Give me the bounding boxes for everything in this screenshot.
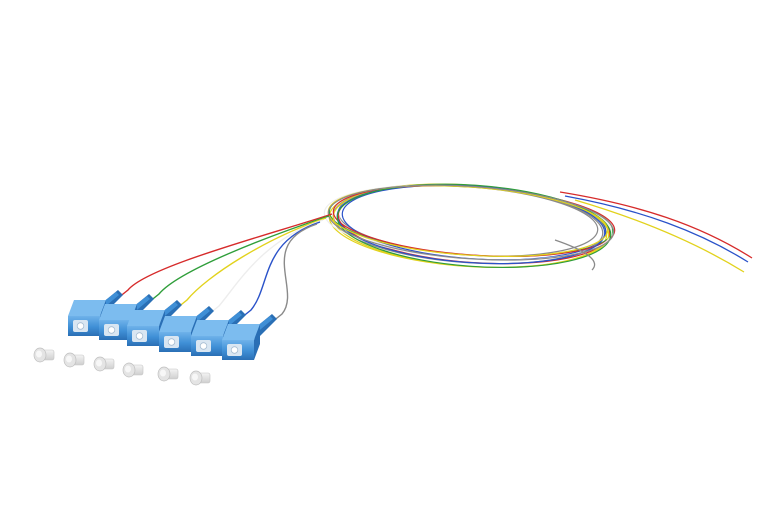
dust-cap [63, 352, 85, 368]
ferrule-tip [199, 342, 208, 350]
fiber-lead [198, 219, 324, 323]
sc-connector [222, 314, 277, 360]
dust-caps [33, 347, 211, 386]
fiber-lead [166, 217, 327, 317]
dust-cap [33, 347, 55, 363]
dust-cap [122, 362, 144, 378]
ferrule-tip [167, 338, 176, 346]
dust-cap [189, 370, 211, 386]
dust-cap-highlight [96, 359, 102, 367]
connector-top [68, 300, 106, 316]
fiber-coil-loop [327, 184, 615, 261]
fiber-lead [138, 215, 330, 311]
dust-cap-highlight [36, 350, 42, 358]
fiber-lead [107, 213, 333, 307]
fiber-tail [574, 199, 745, 273]
connector-side [254, 324, 260, 360]
connector-top [159, 316, 197, 332]
fiber-coil [323, 183, 616, 269]
connector-top [99, 304, 137, 320]
connector-top [222, 324, 260, 340]
fiber-leads [107, 213, 333, 331]
fiber-tail [554, 239, 596, 271]
dust-cap-highlight [66, 355, 72, 363]
sc-connector [191, 310, 246, 356]
fiber-lead [261, 223, 318, 331]
fiber-tail [564, 195, 749, 263]
sc-connectors [68, 290, 277, 360]
fiber-coil-loop [332, 185, 616, 257]
dust-cap [93, 356, 115, 372]
ferrule-tip [76, 322, 85, 330]
dust-cap-highlight [160, 369, 166, 377]
ferrule-tip [135, 332, 144, 340]
ferrule-tip [230, 346, 239, 354]
connector-top [127, 310, 165, 326]
sc-connector [68, 290, 123, 336]
ferrule-tip [107, 326, 116, 334]
dust-cap-highlight [125, 365, 131, 373]
dust-cap-highlight [192, 373, 198, 381]
connector-top [191, 320, 229, 336]
sc-connector [159, 306, 214, 352]
fiber-tail [559, 191, 753, 259]
fiber-tails [554, 191, 753, 273]
dust-cap [157, 366, 179, 382]
fiber-coil-loop [341, 184, 607, 261]
fiber-coil-loop [336, 183, 612, 269]
